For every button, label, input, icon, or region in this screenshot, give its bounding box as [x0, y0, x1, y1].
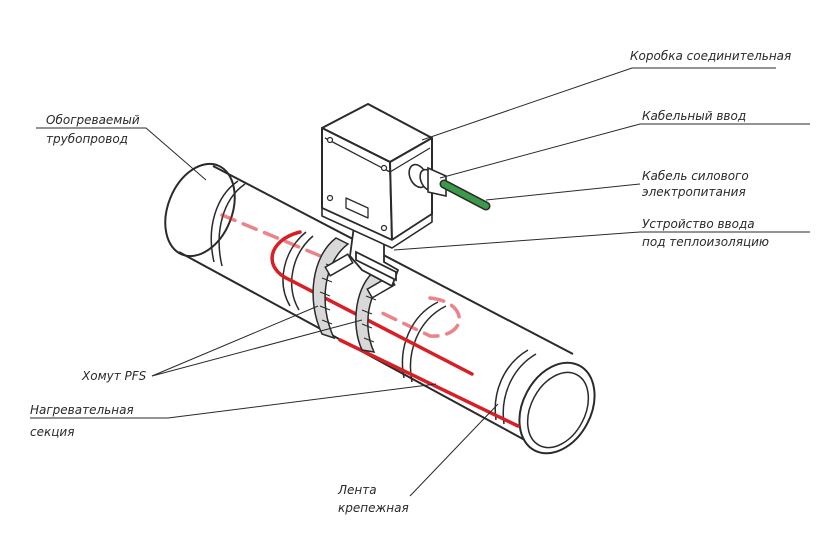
leader-heating-section [30, 383, 437, 419]
clamp-1-buckle [324, 253, 354, 277]
heating-cable-front-run [338, 338, 520, 428]
power-cable-inner [441, 181, 489, 209]
tape-ring-4 [494, 349, 529, 421]
leader-tape [409, 403, 499, 497]
leader-lines [30, 67, 810, 497]
heating-cable-hidden-back [220, 213, 337, 264]
box-nameplate [345, 197, 369, 219]
leader-pipe [36, 127, 207, 181]
box-screw-tl [326, 136, 334, 144]
label-pipe-1: Обогреваемый [46, 113, 140, 127]
leader-entry-device [393, 231, 810, 251]
heating-cable-loop-back [378, 296, 461, 338]
label-junction-box: Коробка соединительная [630, 49, 791, 63]
box-base [321, 207, 433, 249]
label-tape-2: крепежная [338, 501, 409, 515]
box-screw-br [380, 224, 388, 232]
entry-device-collar [355, 250, 397, 282]
callout-labels: Коробка соединительная Кабельный ввод Ка… [30, 49, 791, 515]
pfs-clamps [312, 237, 396, 353]
label-entry-device-2: под теплоизоляцию [642, 235, 769, 249]
leader-junction-box [421, 67, 776, 141]
clamp-2-hatch [361, 295, 377, 343]
fastening-tape-rings [210, 180, 537, 425]
tape-ring-1 [210, 180, 239, 263]
box-lid-edge [324, 137, 431, 173]
box-screw-bl [326, 194, 334, 202]
label-heating-section-1: Нагревательная [30, 403, 134, 417]
label-pipe-2: трубопровод [46, 132, 128, 146]
pipe-back-end [164, 162, 236, 258]
heating-cable-loop-front [270, 230, 474, 376]
label-entry-device-1: Устройство ввода [642, 217, 755, 231]
label-tape-1: Лента [337, 483, 377, 497]
clamp-1 [312, 237, 350, 340]
label-clamp: Хомут PFS [81, 369, 147, 383]
leader-clamp-2 [151, 319, 363, 377]
leader-clamp-1 [151, 305, 319, 377]
leader-cable-gland [439, 123, 810, 179]
pipe-front-opening [518, 361, 596, 455]
cable-gland [408, 163, 447, 197]
pipe-front-inner [526, 371, 590, 449]
heating-section [220, 213, 520, 428]
label-heating-section-2: секция [30, 425, 74, 439]
label-cable-gland: Кабельный ввод [642, 109, 746, 123]
gland-body [427, 166, 447, 197]
tape-ring-2b [291, 235, 314, 311]
tape-ring-1b [218, 183, 246, 267]
tape-ring-2 [282, 231, 307, 307]
pipe-top-edge [212, 165, 574, 355]
label-power-cable-1: Кабель силового [642, 169, 749, 183]
junction-box [321, 103, 433, 249]
tape-ring-4b [502, 353, 537, 425]
box-screw-tr [380, 164, 388, 172]
power-cable [439, 179, 491, 211]
label-power-cable-2: электропитания [642, 185, 746, 199]
leader-power-cable [485, 183, 641, 201]
